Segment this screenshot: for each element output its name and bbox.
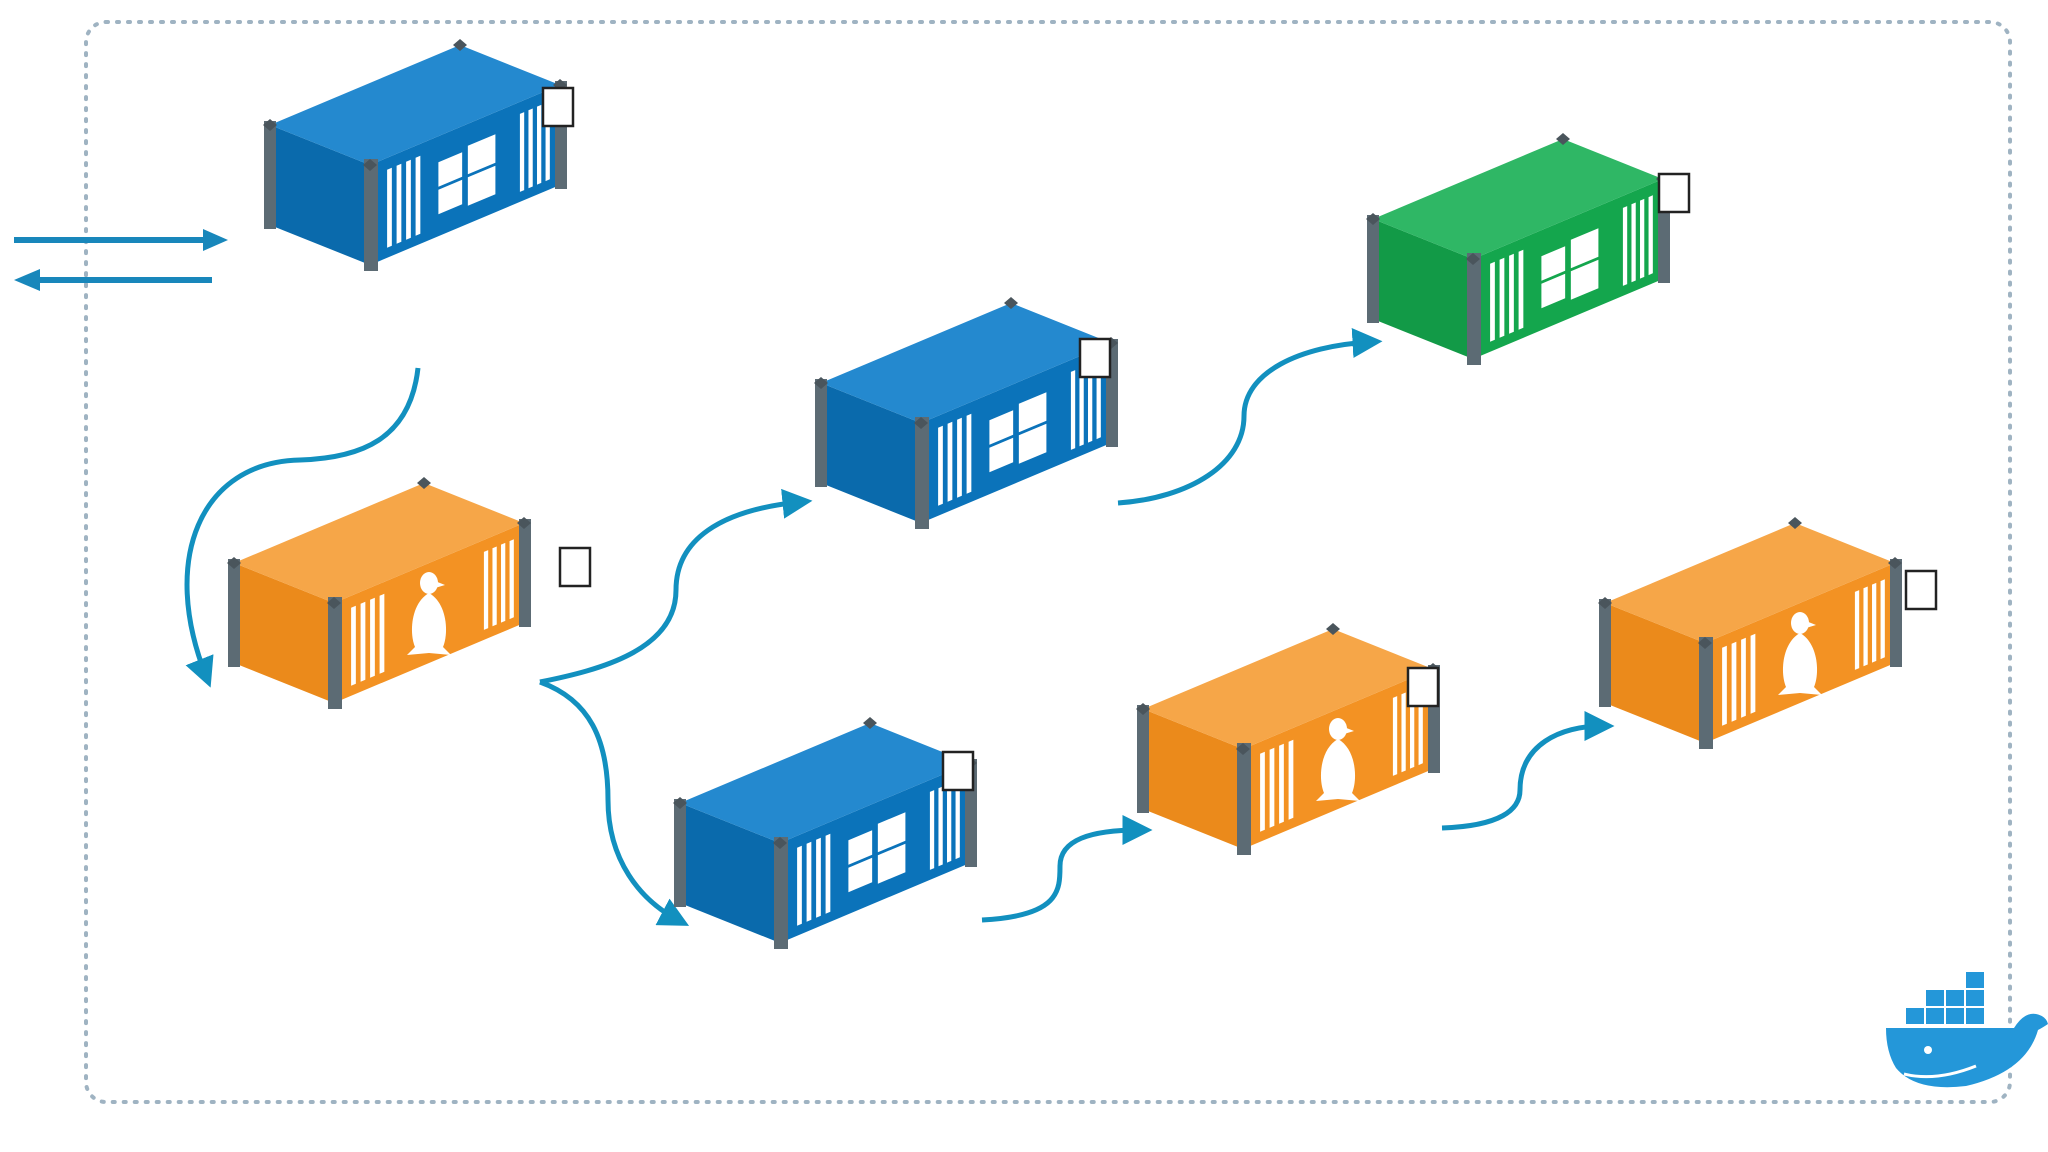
door-stripe xyxy=(1640,199,1644,279)
door-stripe xyxy=(1270,748,1275,828)
door-stripe xyxy=(406,160,411,240)
door-stripe xyxy=(1631,202,1635,282)
door-stripe xyxy=(816,838,821,918)
outgoing-arrow xyxy=(14,269,212,291)
door-stripe xyxy=(484,550,488,630)
incoming-arrow xyxy=(14,229,228,251)
corner-post xyxy=(1467,253,1481,365)
container-c5 xyxy=(673,717,977,949)
corner-post xyxy=(674,799,686,907)
door-stripe xyxy=(948,422,953,502)
corner-post xyxy=(1367,215,1379,323)
corner-post xyxy=(1237,743,1251,855)
door-stripe xyxy=(967,414,972,494)
door-stripe xyxy=(1863,586,1867,666)
door-stripe xyxy=(1855,590,1859,670)
door-stripe xyxy=(416,156,421,236)
corner-post xyxy=(519,519,531,627)
door-stripe xyxy=(370,598,375,678)
door-stripe xyxy=(1401,692,1405,772)
containers xyxy=(227,39,1936,949)
corner-post xyxy=(228,559,240,667)
door-stripe xyxy=(520,112,524,192)
door-stripe xyxy=(1079,366,1083,446)
corner-post xyxy=(364,159,378,271)
corner-post xyxy=(1599,599,1611,707)
container-badge xyxy=(1080,339,1110,377)
door-stripe xyxy=(1260,752,1265,832)
corner-post xyxy=(328,597,342,709)
arrow-c3-c4 xyxy=(1118,342,1370,503)
container-badge xyxy=(943,752,973,790)
corner-post xyxy=(774,837,788,949)
door-stripe xyxy=(807,842,812,922)
door-stripe xyxy=(351,606,356,686)
corner-post xyxy=(915,417,929,529)
container-c2 xyxy=(227,477,590,709)
container-badge xyxy=(543,88,573,126)
container-badge xyxy=(1659,174,1689,212)
door-stripe xyxy=(1623,206,1627,286)
arrow-c2-c3 xyxy=(540,502,800,682)
door-stripe xyxy=(947,783,951,863)
door-stripe xyxy=(1279,744,1284,824)
door-stripe xyxy=(957,418,962,498)
door-stripe xyxy=(1289,740,1294,820)
door-stripe xyxy=(492,546,496,626)
corner-post xyxy=(815,379,827,487)
container-badge xyxy=(560,548,590,586)
door-stripe xyxy=(938,786,942,866)
door-stripe xyxy=(510,539,514,619)
door-stripe xyxy=(1751,634,1756,714)
container-c3 xyxy=(814,297,1118,529)
door-stripe xyxy=(930,790,934,870)
door-stripe xyxy=(1722,646,1727,726)
door-stripe xyxy=(1490,262,1495,342)
door-stripe xyxy=(826,834,831,914)
door-stripe xyxy=(397,164,402,244)
docker-whale-icon xyxy=(1886,972,2048,1087)
door-stripe xyxy=(938,426,943,506)
door-stripe xyxy=(1509,254,1514,334)
arrow-c6-c7 xyxy=(1442,726,1602,828)
container-c4 xyxy=(1366,133,1689,365)
door-stripe xyxy=(1071,370,1075,450)
io-arrows xyxy=(14,229,228,291)
door-stripe xyxy=(1500,258,1505,338)
corner-post xyxy=(1890,559,1902,667)
door-stripe xyxy=(380,594,385,674)
container-c7 xyxy=(1598,517,1936,749)
container-badge xyxy=(1408,668,1438,706)
container-c6 xyxy=(1136,623,1440,855)
door-stripe xyxy=(1649,195,1653,275)
door-stripe xyxy=(361,602,366,682)
door-stripe xyxy=(501,543,505,623)
corner-post xyxy=(264,121,276,229)
door-stripe xyxy=(528,108,532,188)
door-stripe xyxy=(1732,642,1737,722)
arrow-c2-c5 xyxy=(540,682,678,920)
door-stripe xyxy=(1741,638,1746,718)
door-stripe xyxy=(1519,250,1524,330)
container-c1 xyxy=(263,39,573,271)
door-stripe xyxy=(1393,696,1397,776)
arrow-c5-c6 xyxy=(982,830,1140,920)
corner-post xyxy=(1137,705,1149,813)
door-stripe xyxy=(537,105,541,185)
container-badge xyxy=(1906,571,1936,609)
door-stripe xyxy=(387,168,392,248)
door-stripe xyxy=(1872,583,1876,663)
door-stripe xyxy=(797,846,802,926)
door-stripe xyxy=(1881,579,1885,659)
corner-post xyxy=(1699,637,1713,749)
